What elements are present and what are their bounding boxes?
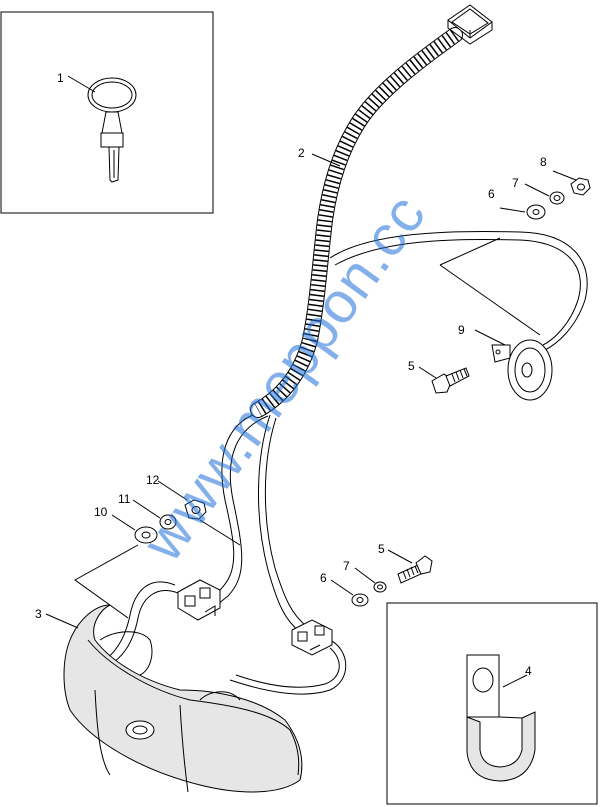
callout-5-right-bolt: 5 bbox=[378, 542, 385, 556]
corrugated-conduit bbox=[250, 4, 493, 418]
callout-12: 12 bbox=[146, 473, 160, 487]
callout-2: 2 bbox=[298, 146, 305, 160]
flat-washer-top bbox=[526, 204, 546, 220]
callout-labels: 1 2 3 4 5 5 6 6 7 7 8 9 10 11 12 bbox=[35, 71, 547, 678]
cable-tie-head bbox=[100, 132, 124, 148]
callout-1: 1 bbox=[57, 71, 64, 85]
inset-cable-tie bbox=[0, 11, 214, 214]
conduit-end-connector bbox=[447, 4, 493, 45]
callout-5-horn-bolt: 5 bbox=[408, 359, 415, 373]
callout-9: 9 bbox=[458, 323, 465, 337]
inset-mounting-clip bbox=[386, 602, 598, 805]
lock-washer-top bbox=[549, 191, 565, 205]
flat-washer-left bbox=[134, 526, 158, 544]
cable-tie-loop-inner bbox=[91, 81, 133, 109]
bolt-horn bbox=[418, 366, 470, 394]
left-hardware bbox=[74, 480, 241, 619]
housing-lens bbox=[125, 720, 155, 740]
bolt-right-head bbox=[415, 555, 433, 575]
callout-3: 3 bbox=[35, 607, 42, 621]
callout-6-right: 6 bbox=[320, 571, 327, 585]
clip-band bbox=[466, 711, 536, 782]
horn bbox=[474, 329, 553, 401]
connector-right bbox=[291, 619, 333, 656]
lock-washer-right bbox=[373, 581, 387, 593]
bolt-right-thread bbox=[397, 564, 422, 584]
callout-6-top: 6 bbox=[488, 187, 495, 201]
callout-8: 8 bbox=[540, 155, 547, 169]
connector-left bbox=[177, 579, 221, 621]
callout-11: 11 bbox=[118, 492, 131, 506]
clip-tab bbox=[466, 654, 500, 718]
nut-top bbox=[570, 177, 591, 196]
nut-left bbox=[184, 499, 207, 520]
callout-4: 4 bbox=[525, 664, 532, 678]
watermark: www.meppon.cc bbox=[129, 182, 438, 573]
right-hardware bbox=[330, 549, 433, 607]
lock-washer-left bbox=[159, 514, 177, 530]
callout-7-right: 7 bbox=[343, 559, 350, 573]
top-hardware bbox=[499, 170, 591, 220]
clip-hole bbox=[472, 667, 494, 693]
cable-tie-loop bbox=[87, 77, 137, 113]
flat-washer-right bbox=[351, 593, 369, 607]
callout-7-top: 7 bbox=[512, 176, 519, 190]
light-bar-housing bbox=[45, 604, 303, 793]
callout-10: 10 bbox=[94, 505, 108, 519]
horn-bracket bbox=[491, 344, 511, 363]
